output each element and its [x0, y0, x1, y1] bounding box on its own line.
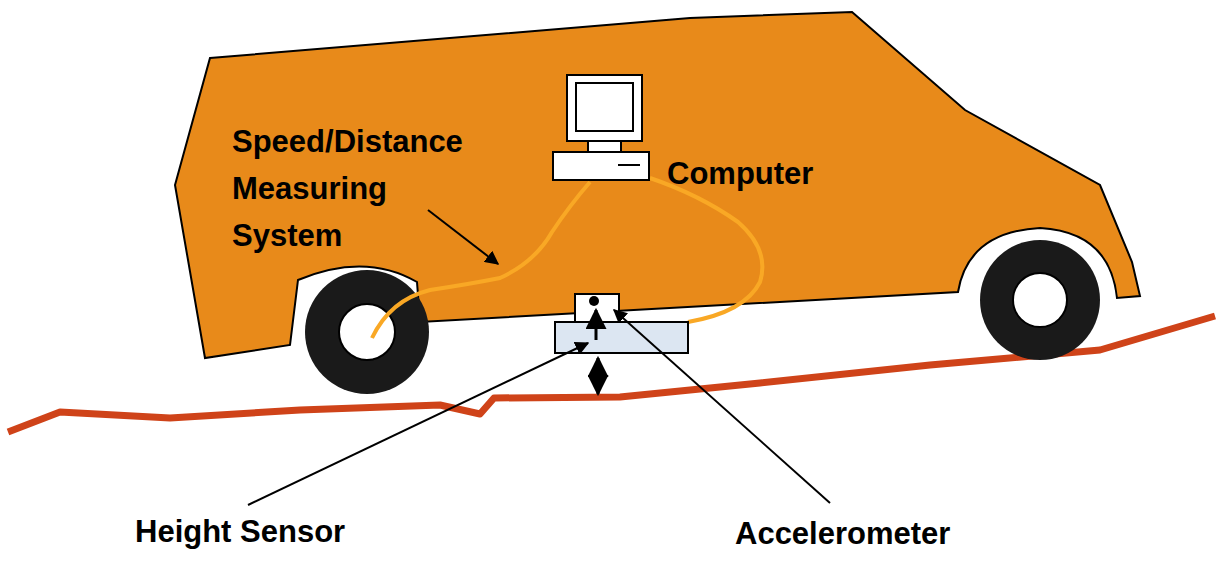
accel-axis-arrow	[595, 310, 598, 340]
sensor-cable	[650, 178, 762, 322]
part-label: Computer	[667, 150, 813, 197]
leader-line	[248, 343, 588, 505]
accelerometer-dot	[589, 296, 599, 306]
height-arrow	[597, 358, 600, 394]
leader-line	[428, 210, 498, 264]
system-label: Speed/Distance Measuring System	[232, 118, 532, 259]
rear-wheel	[305, 270, 429, 394]
computer-icon	[553, 75, 649, 180]
part-label: Accelerometer	[735, 510, 950, 557]
leader-line	[614, 310, 830, 503]
part-label: Height Sensor	[135, 508, 345, 555]
speed-cable	[372, 182, 590, 338]
front-wheel	[980, 240, 1100, 360]
